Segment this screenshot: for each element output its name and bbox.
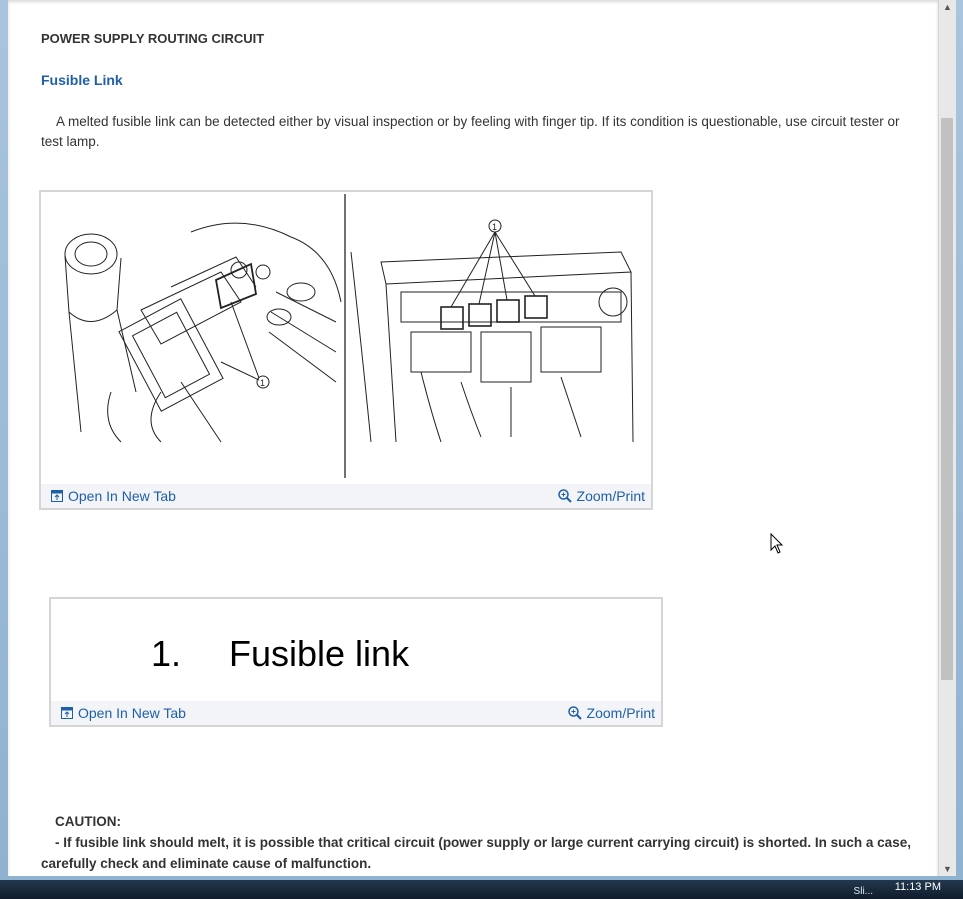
scroll-up-icon[interactable]: ▲ [943, 2, 952, 12]
callout-label: 1 [260, 378, 265, 388]
open-tab-icon [51, 490, 63, 502]
caution-heading: CAUTION: [55, 814, 121, 829]
vertical-scrollbar[interactable]: ▲ ▼ [938, 0, 956, 876]
open-in-new-tab-link[interactable]: Open In New Tab [51, 488, 176, 504]
open-in-new-tab-link[interactable]: Open In New Tab [61, 705, 186, 721]
callout-label: 1 [492, 222, 497, 232]
scroll-down-icon[interactable]: ▼ [943, 864, 952, 874]
caution-text: - If fusible link should melt, it is pos… [41, 835, 911, 871]
legend-item: 1. Fusible link [151, 633, 409, 675]
open-tab-icon [61, 707, 73, 719]
caution-block: CAUTION: - If fusible link should melt, … [41, 811, 921, 874]
clock[interactable]: 11:13 PM [894, 881, 941, 893]
content-pane: POWER SUPPLY ROUTING CIRCUIT Fusible Lin… [8, 0, 938, 876]
intro-paragraph: A melted fusible link can be detected ei… [41, 114, 900, 149]
zoom-icon [557, 489, 572, 503]
tray-item[interactable]: Sli... [853, 886, 873, 897]
figure-illustration: 1 1 Open In New Tab [39, 190, 653, 510]
figure-toolbar: Open In New Tab Zoom/Print [51, 701, 661, 725]
browser-window: POWER SUPPLY ROUTING CIRCUIT Fusible Lin… [0, 0, 963, 880]
zoom-icon [567, 706, 582, 720]
mouse-cursor-icon [770, 533, 784, 554]
section-title: POWER SUPPLY ROUTING CIRCUIT [41, 31, 265, 46]
zoom-print-link[interactable]: Zoom/Print [567, 705, 655, 721]
sub-title: Fusible Link [41, 72, 123, 88]
figure-legend: 1. Fusible link Open In New Tab [49, 597, 663, 727]
taskbar: Sli... 11:13 PM [0, 880, 963, 899]
scroll-thumb[interactable] [941, 118, 953, 680]
legend-number: 1. [151, 633, 182, 674]
fusible-link-illustration: 1 1 [64, 194, 634, 478]
figure-toolbar: Open In New Tab Zoom/Print [41, 484, 651, 508]
zoom-print-link[interactable]: Zoom/Print [557, 488, 645, 504]
legend-label: Fusible link [229, 633, 410, 674]
